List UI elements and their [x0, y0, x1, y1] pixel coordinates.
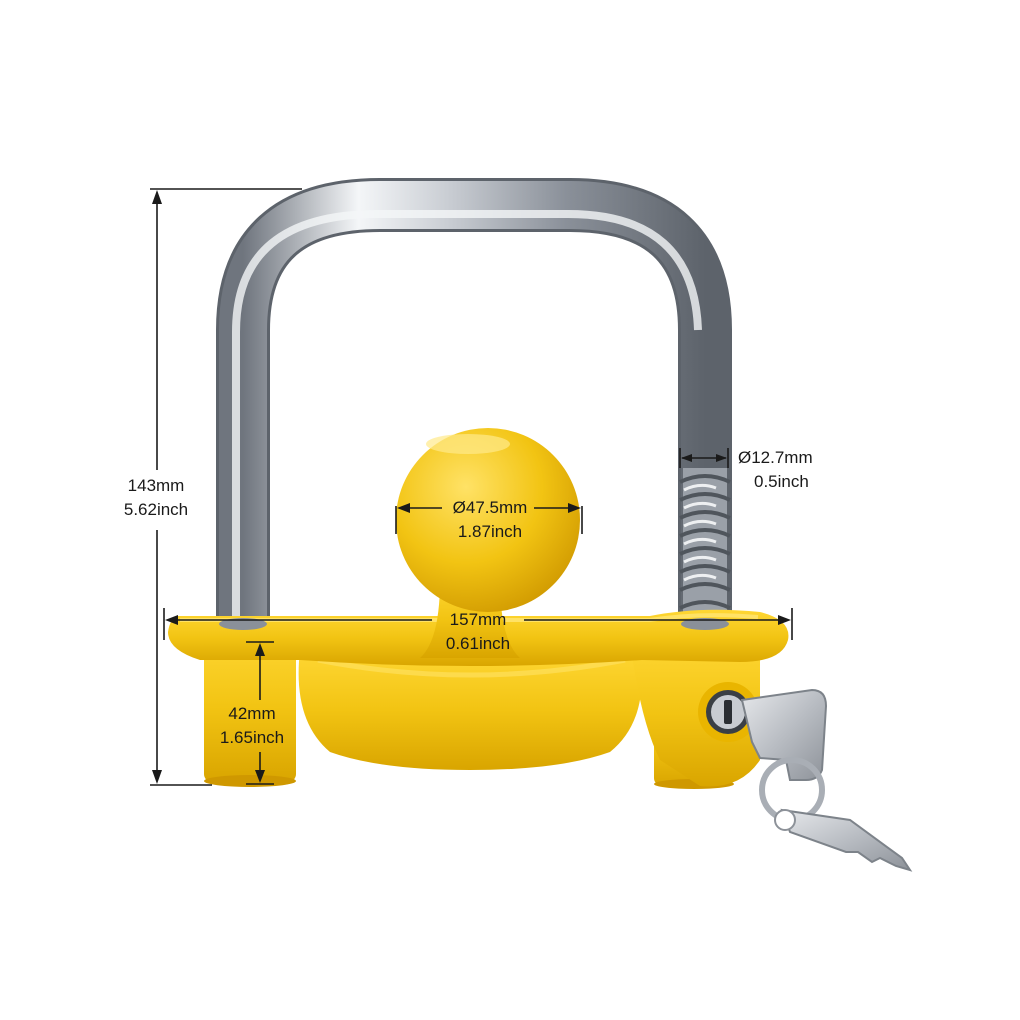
key-icon — [780, 808, 913, 872]
foot-height-inch: 1.65inch — [219, 728, 285, 747]
lock-housing — [630, 640, 760, 787]
shackle-diameter-mm: Ø12.7mm — [738, 448, 813, 467]
foot-height-label: 42mm 1.65inch — [200, 702, 304, 750]
coupling-body — [298, 650, 642, 770]
key-set — [740, 688, 913, 872]
shackle-diameter-inch: 0.5inch — [754, 472, 809, 491]
shackle-diameter-label: Ø12.7mm 0.5inch — [738, 446, 838, 494]
ball-diameter-mm: Ø47.5mm — [452, 498, 528, 517]
width-inch: 0.61inch — [445, 634, 511, 653]
u-shackle — [216, 178, 732, 628]
coupling-ball — [396, 428, 580, 658]
height-inch: 5.62inch — [123, 500, 189, 519]
height-dimension-label: 143mm 5.62inch — [108, 474, 204, 522]
shackle-thread — [679, 468, 731, 628]
key-icon — [740, 688, 828, 781]
width-mm: 157mm — [449, 610, 507, 629]
width-dimension-label: 157mm 0.61inch — [418, 608, 538, 656]
ball-diameter-inch: 1.87inch — [457, 522, 523, 541]
foot-height-mm: 42mm — [228, 704, 276, 723]
dimension-lines — [150, 188, 793, 786]
height-mm: 143mm — [127, 476, 185, 495]
ball-diameter-label: Ø47.5mm 1.87inch — [430, 496, 550, 544]
